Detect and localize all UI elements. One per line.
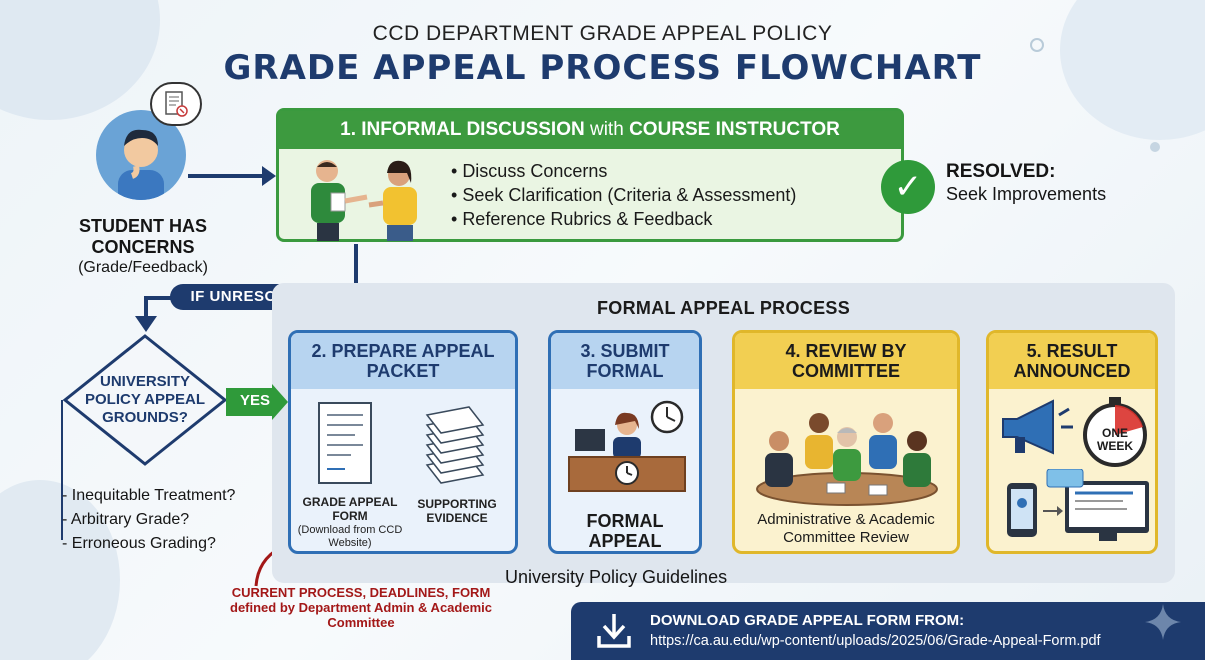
yes-label: YES bbox=[239, 392, 270, 409]
list-item: Arbitrary Grade? bbox=[62, 508, 235, 532]
step3-caption: FORMAL APPEAL bbox=[586, 511, 664, 551]
step1-informal-discussion: 1. INFORMAL DISCUSSION with COURSE INSTR… bbox=[276, 108, 904, 242]
download-bar[interactable] bbox=[571, 602, 1205, 660]
current-process-note: CURRENT PROCESS, DEADLINES, FORM defined… bbox=[230, 585, 492, 630]
thought-bubble-icon bbox=[150, 82, 202, 126]
decision-diamond bbox=[62, 334, 228, 466]
step5-result-announced: 5. RESULT ANNOUNCED ONE WEEK bbox=[986, 330, 1158, 554]
page-title: GRADE APPEAL PROCESS FLOWCHART bbox=[223, 48, 982, 88]
step2-title: 2. PREPARE APPEAL PACKET bbox=[291, 333, 515, 389]
form-label: GRADE APPEAL FORM bbox=[302, 495, 398, 523]
form-document-icon bbox=[318, 402, 372, 484]
committee-meeting-illustration bbox=[756, 413, 938, 506]
step1-title: 1. INFORMAL DISCUSSION with COURSE INSTR… bbox=[279, 111, 901, 149]
list-item: Reference Rubrics & Feedback bbox=[451, 207, 796, 231]
instructor-student-illustration bbox=[311, 160, 417, 241]
formal-appeal-title: FORMAL APPEAL PROCESS bbox=[597, 298, 850, 318]
step1-items: Discuss Concerns Seek Clarification (Cri… bbox=[451, 159, 796, 231]
student-label: STUDENT HAS CONCERNS bbox=[78, 216, 207, 257]
stopwatch-icon bbox=[1083, 397, 1147, 467]
step3-title: 3. SUBMIT FORMAL bbox=[551, 333, 699, 389]
policy-subtitle: CCD DEPARTMENT GRADE APPEAL POLICY bbox=[372, 22, 833, 45]
policy-guidelines-label: University Policy Guidelines bbox=[505, 567, 728, 587]
evidence-stack-icon bbox=[425, 406, 485, 484]
background-decoration bbox=[1150, 142, 1160, 152]
devices-notification-icon bbox=[1007, 469, 1149, 541]
step3-submit-formal: 3. SUBMIT FORMAL FORMAL APPEAL bbox=[548, 330, 702, 554]
check-icon: ✓ bbox=[881, 160, 935, 214]
resolved-title: RESOLVED: bbox=[946, 161, 1056, 182]
download-title: DOWNLOAD GRADE APPEAL FORM FROM: bbox=[650, 612, 965, 629]
step4-review-committee: 4. REVIEW BY COMMITTEE Administrative & … bbox=[732, 330, 960, 554]
resolved-sub: Seek Improvements bbox=[946, 184, 1107, 204]
list-item: Erroneous Grading? bbox=[62, 532, 235, 556]
step2-prepare-packet: 2. PREPARE APPEAL PACKET GRADE APPEAL FO… bbox=[288, 330, 518, 554]
list-item: Discuss Concerns bbox=[451, 159, 796, 183]
evidence-label: SUPPORTING EVIDENCE bbox=[417, 497, 497, 525]
list-item: Inequitable Treatment? bbox=[62, 484, 236, 508]
download-icon[interactable] bbox=[596, 612, 632, 650]
list-item: Seek Clarification (Criteria & Assessmen… bbox=[451, 183, 796, 207]
form-note: (Download from CCD Website) bbox=[297, 524, 403, 549]
clerk-desk-illustration bbox=[568, 400, 686, 492]
step5-title: 5. RESULT ANNOUNCED bbox=[989, 333, 1155, 389]
sparkle-icon bbox=[1145, 604, 1181, 640]
decision-text: UNIVERSITY POLICY APPEAL GROUNDS? bbox=[84, 373, 206, 426]
megaphone-icon bbox=[1002, 399, 1073, 455]
yes-arrow bbox=[226, 384, 288, 420]
appeal-grounds-list: Inequitable Treatment? Arbitrary Grade? … bbox=[62, 484, 236, 556]
background-decoration bbox=[1030, 38, 1044, 52]
step4-title: 4. REVIEW BY COMMITTEE bbox=[735, 333, 957, 389]
student-sub-label: (Grade/Feedback) bbox=[78, 259, 208, 276]
one-week-label: ONE WEEK bbox=[1097, 426, 1133, 453]
step4-caption: Administrative & Academic Committee Revi… bbox=[757, 511, 935, 546]
download-url-link[interactable]: https://ca.au.edu/wp-content/uploads/202… bbox=[650, 633, 1101, 649]
